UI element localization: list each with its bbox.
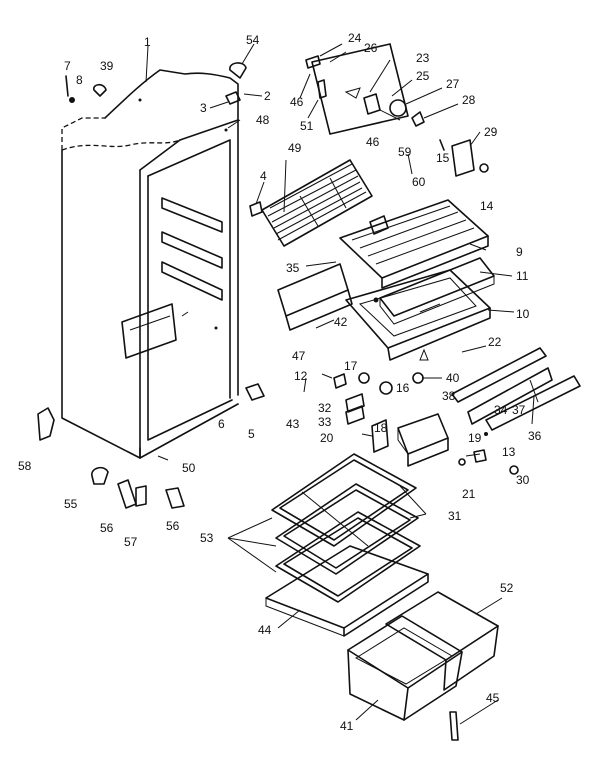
- label-47: 47: [292, 349, 306, 363]
- label-37: 37: [512, 403, 526, 417]
- label-58: 58: [18, 459, 32, 473]
- valve-assembly: [303, 348, 519, 475]
- label-51: 51: [300, 119, 314, 133]
- label-18: 18: [374, 421, 388, 435]
- label-20: 20: [320, 431, 334, 445]
- label-29: 29: [484, 125, 498, 139]
- shelf-9: [339, 199, 489, 289]
- label-14: 14: [480, 199, 494, 213]
- label-34: 34: [494, 403, 508, 417]
- wire-shelf-49: [261, 159, 373, 247]
- label-31a: 31: [448, 509, 462, 523]
- rails: [451, 347, 581, 436]
- label-42: 42: [334, 315, 348, 329]
- label-35: 35: [286, 261, 300, 275]
- label-56a: 56: [100, 521, 114, 535]
- control-panel-23: [305, 43, 489, 177]
- label-16: 16: [396, 381, 410, 395]
- label-30: 30: [516, 473, 530, 487]
- label-23: 23: [416, 51, 430, 65]
- label-32: 32: [318, 401, 332, 415]
- cabinet-body: [37, 62, 265, 509]
- label-43: 43: [286, 417, 300, 431]
- label-15: 15: [436, 151, 450, 165]
- crisper-drawers: [347, 591, 499, 741]
- cover-11: [379, 257, 495, 325]
- label-39: 39: [100, 59, 114, 73]
- label-26: 26: [364, 41, 378, 55]
- label-12: 12: [294, 369, 308, 383]
- label-22: 22: [488, 335, 502, 349]
- label-25: 25: [416, 69, 430, 83]
- label-46b: 46: [366, 135, 380, 149]
- label-48: 48: [256, 113, 270, 127]
- label-57: 57: [124, 535, 138, 549]
- label-2: 2: [264, 89, 271, 103]
- label-44: 44: [258, 623, 272, 637]
- label-6: 6: [218, 417, 225, 431]
- label-28: 28: [462, 93, 476, 107]
- label-46a: 46: [290, 95, 304, 109]
- label-52: 52: [500, 581, 514, 595]
- glass-shelves: [265, 453, 429, 637]
- label-13: 13: [502, 445, 516, 459]
- label-55: 55: [64, 497, 78, 511]
- label-54: 54: [246, 33, 260, 47]
- label-3: 3: [200, 101, 207, 115]
- label-41: 41: [340, 719, 354, 733]
- label-1: 1: [144, 35, 151, 49]
- pan-cover-10: [277, 263, 491, 361]
- label-33: 33: [318, 415, 332, 429]
- label-38: 38: [442, 389, 456, 403]
- part-labels: 1 2 3 4 5 6 7 8 9 10 11 12 13 14 15 16 1…: [18, 31, 542, 733]
- label-56b: 56: [166, 519, 180, 533]
- label-24: 24: [348, 31, 362, 45]
- label-10: 10: [516, 307, 530, 321]
- label-45: 45: [486, 691, 500, 705]
- label-36: 36: [528, 429, 542, 443]
- label-53: 53: [200, 531, 214, 545]
- label-50: 50: [182, 461, 196, 475]
- label-7: 7: [64, 59, 71, 73]
- label-17: 17: [344, 359, 358, 373]
- label-59: 59: [398, 145, 412, 159]
- leader-lines: [145, 43, 539, 725]
- label-49: 49: [288, 141, 302, 155]
- label-4: 4: [260, 169, 267, 183]
- label-19: 19: [468, 431, 482, 445]
- label-9: 9: [516, 245, 523, 259]
- label-21: 21: [462, 487, 476, 501]
- label-40: 40: [446, 371, 460, 385]
- label-27: 27: [446, 77, 460, 91]
- label-60: 60: [412, 175, 426, 189]
- label-11: 11: [516, 269, 529, 283]
- label-8: 8: [76, 73, 83, 87]
- label-5: 5: [248, 427, 255, 441]
